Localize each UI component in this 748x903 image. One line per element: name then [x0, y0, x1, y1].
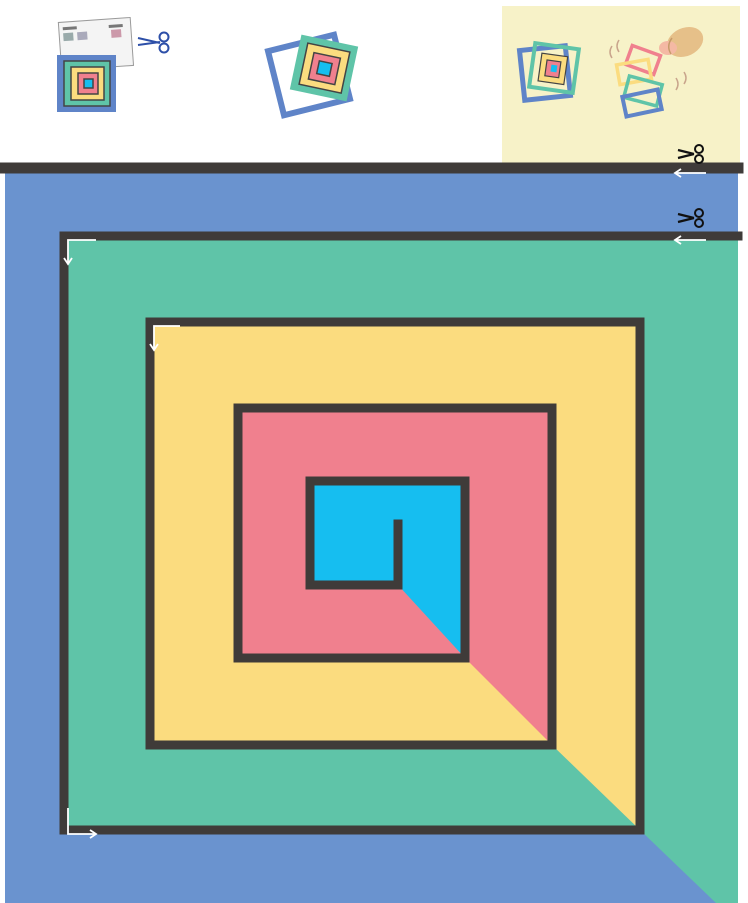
spiral-cutout-sheet [5, 170, 738, 903]
instruction-strip [0, 0, 748, 165]
step-pull-spiral [502, 6, 740, 164]
small-spiral-icon [57, 55, 116, 112]
